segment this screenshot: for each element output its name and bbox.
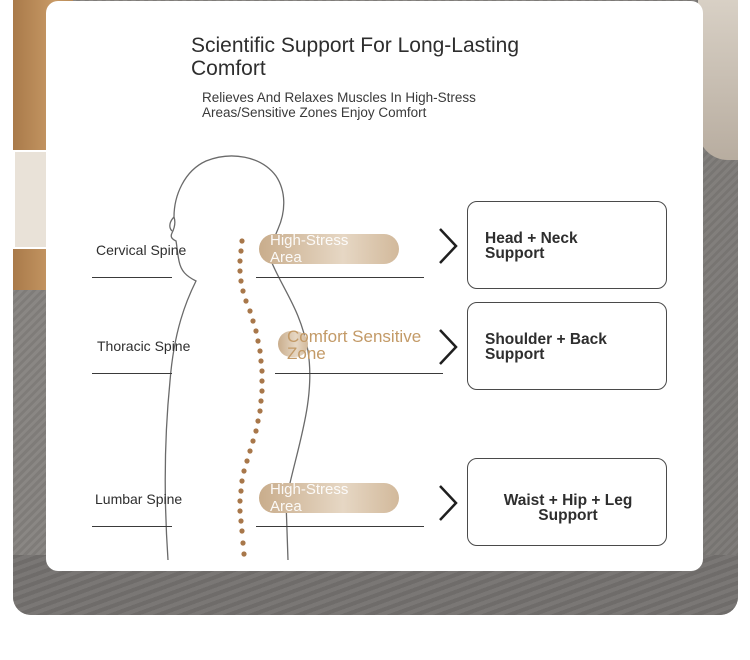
thoracic-spine-label: Thoracic Spine (97, 338, 191, 354)
page-title: Scientific Support For Long-Lasting Comf… (191, 34, 520, 80)
upper-zone-pill (259, 234, 399, 264)
upper-zone-divider (256, 277, 424, 278)
head-neck-support-box: Head + Neck Support (467, 201, 667, 289)
middle-zone-label: Comfort Sensitive Zone (287, 327, 422, 363)
thoracic-divider (92, 373, 172, 374)
waist-hip-leg-support-label: Waist + Hip + Leg Support (503, 492, 633, 524)
spine-dots (237, 238, 265, 557)
lumbar-divider (92, 526, 172, 527)
middle-zone-pill (278, 331, 308, 357)
chevron-right-icon (439, 228, 458, 264)
body-silhouette-illustration (164, 155, 311, 561)
lower-zone-label: High-Stress Area (270, 481, 349, 515)
lumbar-spine-label: Lumbar Spine (95, 491, 183, 507)
cervical-spine-label: Cervical Spine (96, 242, 187, 258)
waist-hip-leg-support-box: Waist + Hip + Leg Support (467, 458, 667, 546)
chevron-right-icon (439, 485, 458, 521)
cervical-divider (92, 277, 172, 278)
upper-zone-label: High-Stress Area (270, 232, 349, 266)
info-card: Scientific Support For Long-Lasting Comf… (46, 1, 703, 571)
background-chair (698, 0, 738, 160)
shoulder-back-support-label: Shoulder + Back Support (485, 331, 607, 363)
middle-zone-divider (275, 373, 443, 374)
lower-zone-divider (256, 526, 424, 527)
chevron-right-icon (439, 329, 458, 365)
page-subtitle: Relieves And Relaxes Muscles In High-Str… (202, 90, 476, 120)
head-neck-support-label: Head + Neck Support (485, 230, 578, 262)
shoulder-back-support-box: Shoulder + Back Support (467, 302, 667, 390)
lower-zone-pill (259, 483, 399, 513)
